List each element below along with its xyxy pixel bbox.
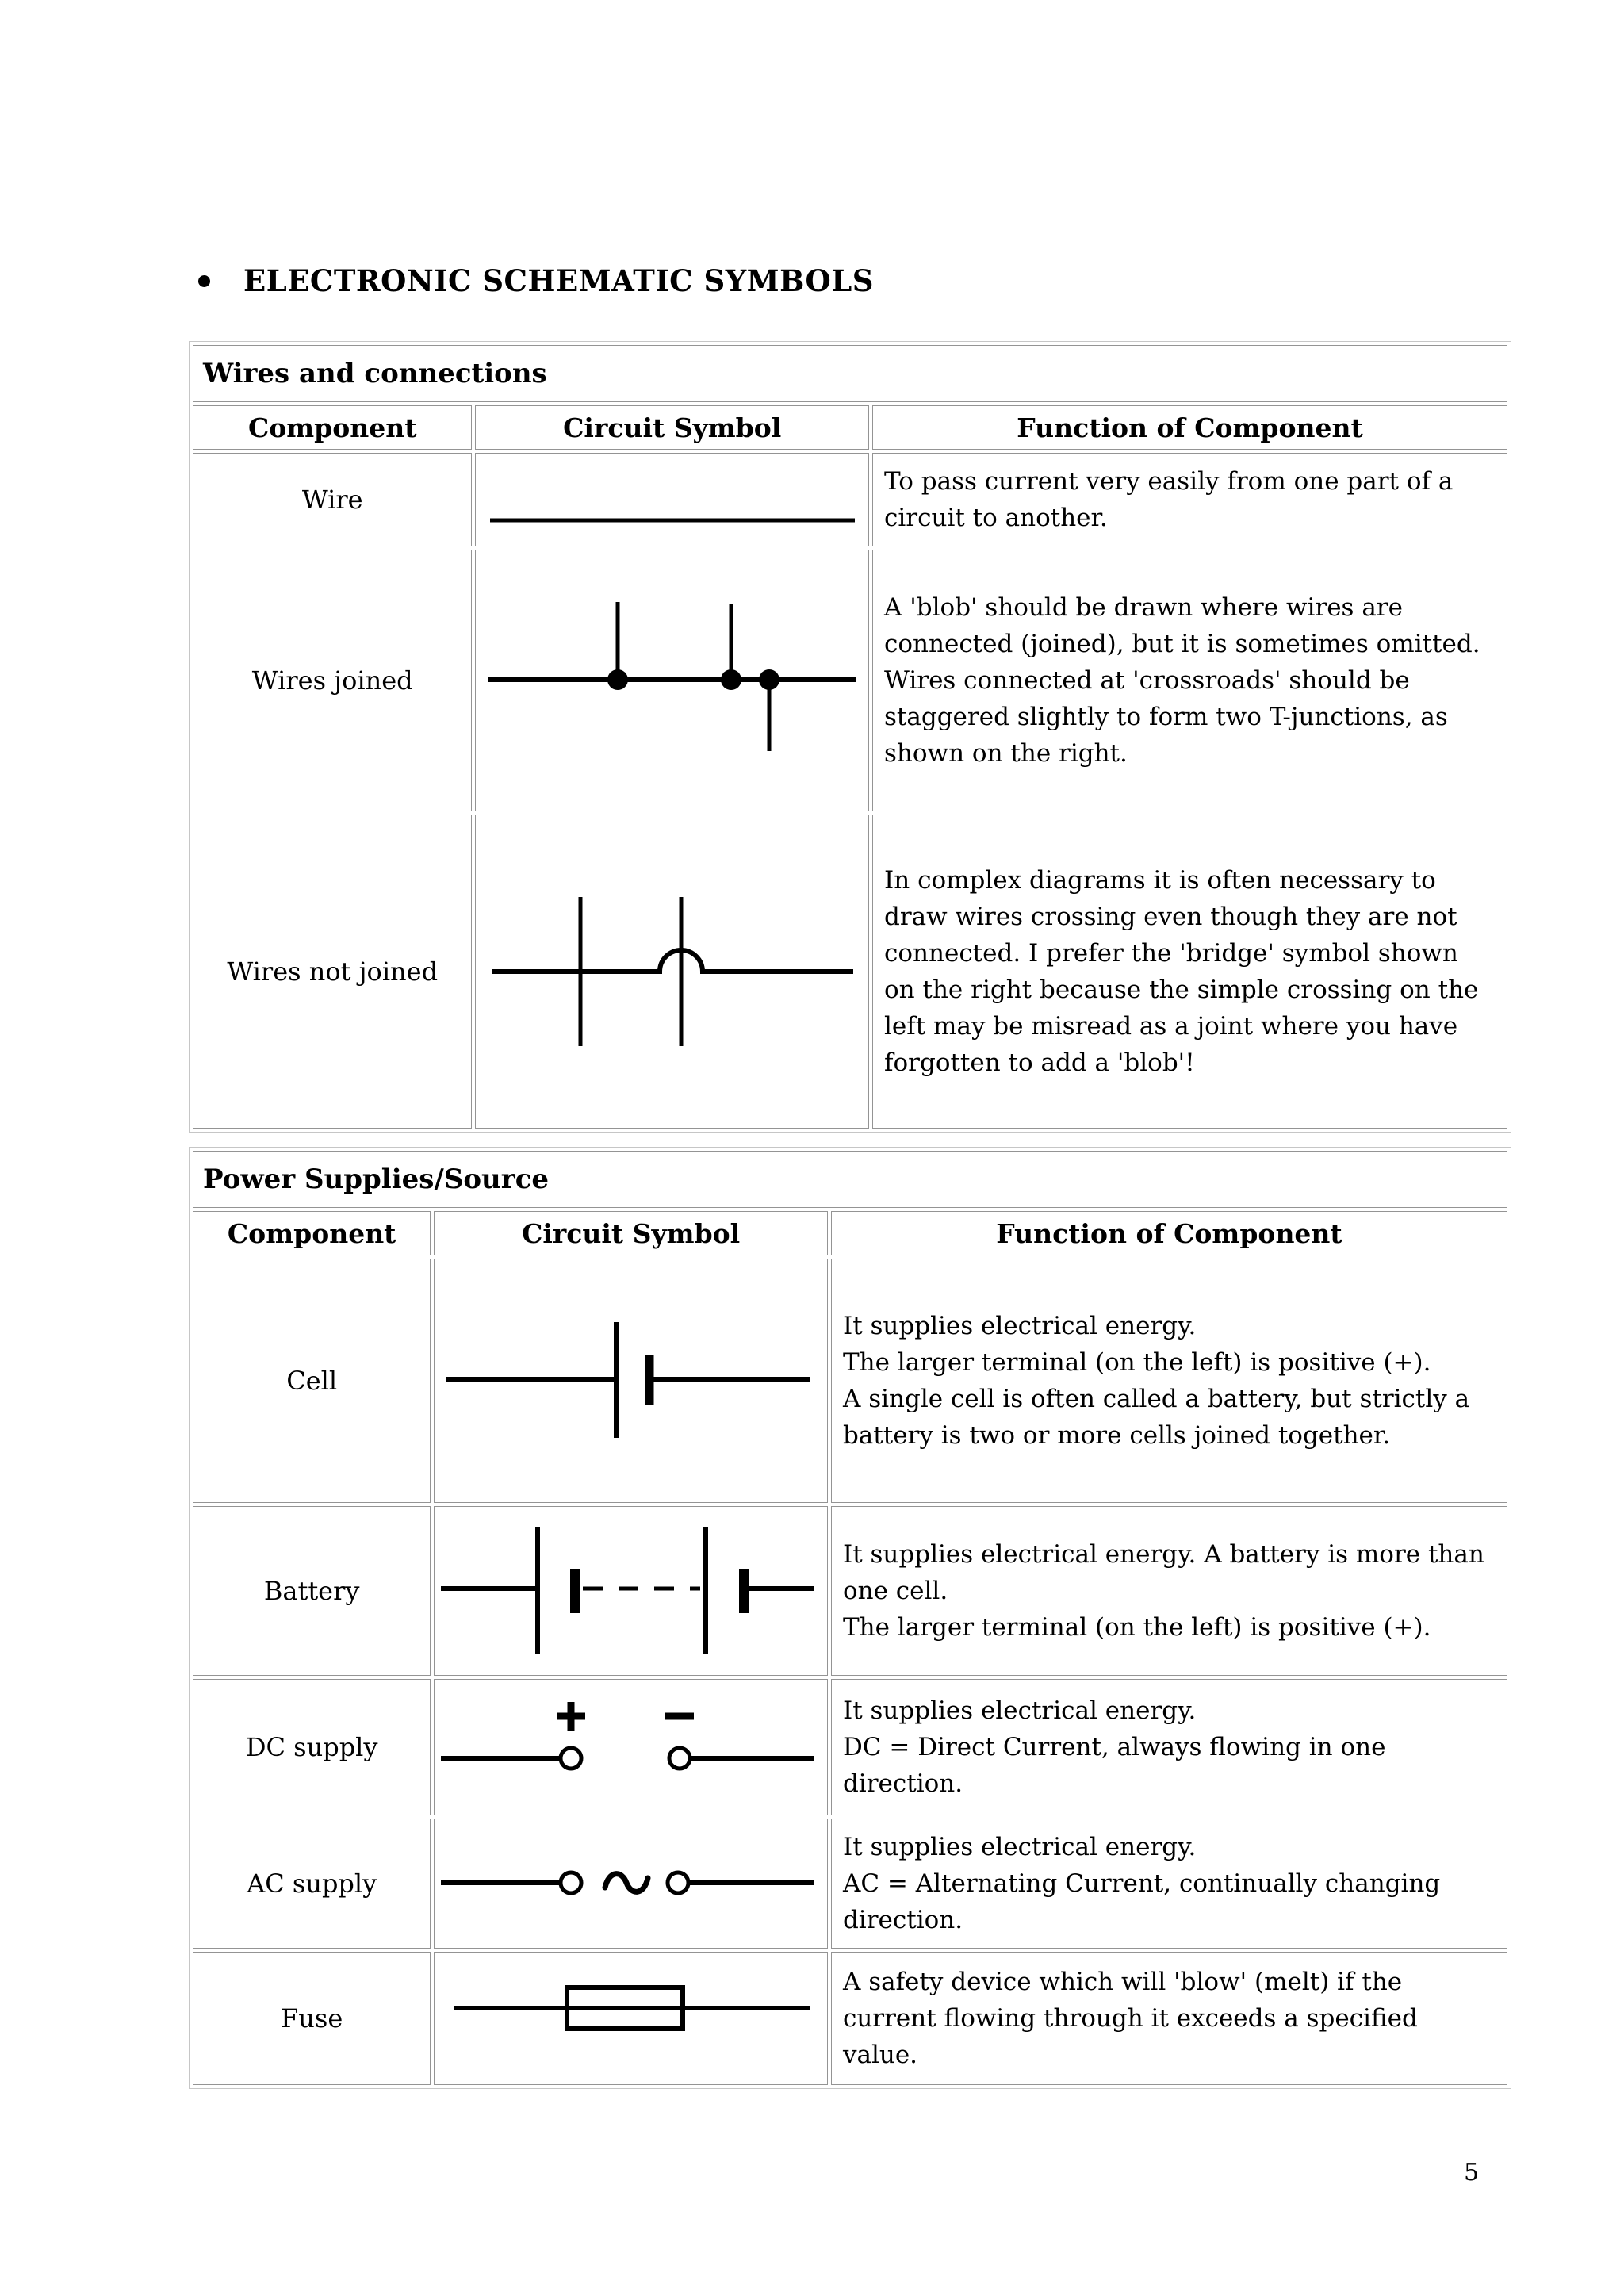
header-row: Component Circuit Symbol Function of Com… bbox=[193, 1211, 1507, 1255]
table-row-wires-joined: Wires joined A 'blob' should be drawn wh… bbox=[193, 550, 1507, 811]
fuse-symbol bbox=[454, 1985, 810, 2031]
power-supplies-table: Power Supplies/Source Component Circuit … bbox=[189, 1147, 1511, 2089]
function-paragraph: AC = Alternating Current, continually ch… bbox=[842, 1869, 1441, 1934]
component-cell: Cell bbox=[193, 1259, 431, 1503]
function-cell: A safety device which will 'blow' (melt)… bbox=[830, 1952, 1507, 2085]
function-cell: It supplies electrical energy. The large… bbox=[830, 1259, 1507, 1503]
component-cell: Wire bbox=[193, 453, 473, 546]
function-cell: It supplies electrical energy. AC = Alte… bbox=[830, 1819, 1507, 1949]
page-title: ELECTRONIC SCHEMATIC SYMBOLS bbox=[243, 263, 874, 298]
section-band-row: Wires and connections bbox=[193, 345, 1507, 402]
symbol-cell bbox=[434, 1819, 828, 1949]
wires-not-joined-symbol bbox=[492, 897, 854, 1046]
component-cell: DC supply bbox=[193, 1679, 431, 1815]
column-header-component: Component bbox=[193, 405, 473, 450]
header-row: Component Circuit Symbol Function of Com… bbox=[193, 405, 1507, 450]
function-cell: It supplies electrical energy. DC = Dire… bbox=[830, 1679, 1507, 1815]
battery-symbol bbox=[440, 1527, 814, 1654]
symbol-cell bbox=[475, 453, 870, 546]
table-row-dc-supply: DC supply It supplies electrical energy.… bbox=[193, 1679, 1507, 1815]
function-paragraph: It supplies electrical energy. A battery… bbox=[842, 1540, 1484, 1605]
component-cell: AC supply bbox=[193, 1819, 431, 1949]
component-cell: Wires joined bbox=[193, 550, 473, 811]
symbol-cell bbox=[434, 1506, 828, 1676]
cell-symbol bbox=[446, 1322, 810, 1438]
wire-symbol bbox=[490, 518, 856, 523]
column-header-component: Component bbox=[193, 1211, 431, 1255]
function-cell: It supplies electrical energy. A battery… bbox=[830, 1506, 1507, 1676]
symbol-cell bbox=[475, 815, 870, 1129]
column-header-function: Function of Component bbox=[830, 1211, 1507, 1255]
function-paragraph: A single cell is often called a battery,… bbox=[842, 1385, 1470, 1450]
table-row-fuse: Fuse A safety device which will 'blow' (… bbox=[193, 1952, 1507, 2085]
function-cell: A 'blob' should be drawn where wires are… bbox=[872, 550, 1507, 811]
symbol-cell bbox=[434, 1679, 828, 1815]
function-paragraph: The larger terminal (on the left) is pos… bbox=[842, 1613, 1431, 1642]
wires-and-connections-table: Wires and connections Component Circuit … bbox=[189, 341, 1511, 1133]
page-heading: ELECTRONIC SCHEMATIC SYMBOLS bbox=[198, 263, 1511, 298]
document-page: ELECTRONIC SCHEMATIC SYMBOLS Wires and c… bbox=[189, 263, 1511, 2103]
wires-joined-symbol bbox=[488, 602, 857, 751]
dc-supply-symbol bbox=[440, 1702, 814, 1771]
column-header-circuit-symbol: Circuit Symbol bbox=[434, 1211, 828, 1255]
section-band: Power Supplies/Source bbox=[193, 1151, 1507, 1208]
function-paragraph: A safety device which will 'blow' (melt)… bbox=[842, 1968, 1418, 2069]
table-row-battery: Battery It supplies electrical energy. A… bbox=[193, 1506, 1507, 1676]
function-paragraph: To pass current very easily from one par… bbox=[884, 467, 1454, 532]
function-cell: To pass current very easily from one par… bbox=[872, 453, 1507, 546]
component-cell: Wires not joined bbox=[193, 815, 473, 1129]
function-paragraph: DC = Direct Current, always flowing in o… bbox=[842, 1733, 1386, 1798]
column-header-circuit-symbol: Circuit Symbol bbox=[475, 405, 870, 450]
function-cell: In complex diagrams it is often necessar… bbox=[872, 815, 1507, 1129]
table-row-ac-supply: AC supply It supplies electrical energy.… bbox=[193, 1819, 1507, 1949]
table-row-wire: Wire To pass current very easily from on… bbox=[193, 453, 1507, 546]
section-band-row: Power Supplies/Source bbox=[193, 1151, 1507, 1208]
section-band: Wires and connections bbox=[193, 345, 1507, 402]
column-header-function: Function of Component bbox=[872, 405, 1507, 450]
function-paragraph: In complex diagrams it is often necessar… bbox=[884, 866, 1479, 1077]
bullet-icon bbox=[198, 274, 210, 287]
component-cell: Battery bbox=[193, 1506, 431, 1676]
table-row-wires-not-joined: Wires not joined In complex diagrams it … bbox=[193, 815, 1507, 1129]
table-row-cell: Cell It supplies electrical energy. The … bbox=[193, 1259, 1507, 1503]
function-paragraph: It supplies electrical energy. bbox=[842, 1312, 1197, 1340]
function-paragraph: A 'blob' should be drawn where wires are… bbox=[884, 593, 1480, 768]
page-number: 5 bbox=[1464, 2159, 1480, 2187]
function-paragraph: The larger terminal (on the left) is pos… bbox=[842, 1348, 1431, 1377]
ac-supply-symbol bbox=[440, 1870, 814, 1895]
function-paragraph: It supplies electrical energy. bbox=[842, 1696, 1197, 1725]
symbol-cell bbox=[434, 1952, 828, 2085]
symbol-cell bbox=[475, 550, 870, 811]
symbol-cell bbox=[434, 1259, 828, 1503]
function-paragraph: It supplies electrical energy. bbox=[842, 1833, 1197, 1861]
component-cell: Fuse bbox=[193, 1952, 431, 2085]
